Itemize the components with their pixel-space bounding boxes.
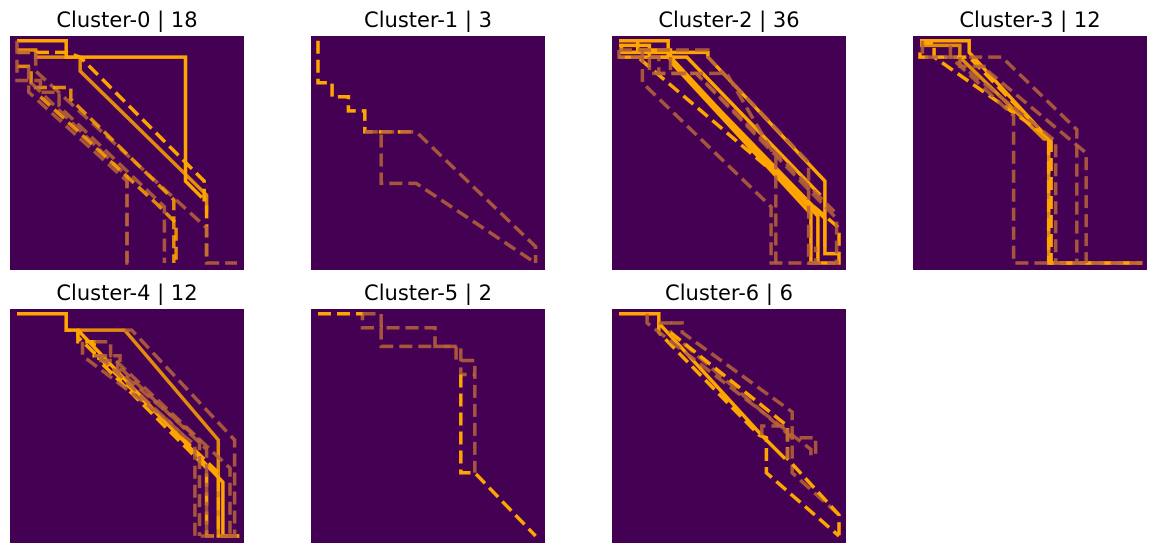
- cluster-4-path-9: [97, 354, 240, 538]
- panel-background: [311, 36, 545, 270]
- cluster-3-path-2: [920, 41, 1073, 265]
- panel-cluster-0: Cluster-0 | 18: [10, 8, 244, 270]
- cluster-0-path-0: [17, 38, 204, 199]
- cluster-2-path-8: [640, 50, 818, 265]
- cluster-0-path-2: [17, 50, 209, 263]
- panel-title: Cluster-1 | 3: [364, 8, 492, 33]
- cluster-1-path-1: [364, 130, 537, 265]
- cluster-5-path-2: [459, 374, 537, 538]
- cluster-6-path-2: [658, 321, 841, 517]
- series-group: [918, 38, 1143, 265]
- series-group: [17, 311, 240, 538]
- panel-cluster-2: Cluster-2 | 36: [612, 8, 846, 270]
- cluster-5-path-1: [362, 311, 475, 377]
- cluster-3-path-7: [969, 55, 1079, 263]
- panel-title: Cluster-3 | 12: [959, 8, 1100, 33]
- cluster-6-path-5: [760, 424, 790, 459]
- panel-cluster-1: Cluster-1 | 3: [311, 8, 545, 270]
- cluster-1-path-2: [381, 130, 538, 263]
- panel-title: Cluster-2 | 36: [658, 8, 799, 33]
- panel-background: [913, 36, 1147, 270]
- panel-title: Cluster-5 | 2: [364, 281, 492, 306]
- panel-cluster-5: Cluster-5 | 2: [311, 281, 545, 543]
- cluster-4-path-3: [17, 311, 240, 538]
- cluster-2-path-3: [619, 43, 827, 247]
- panel-title: Cluster-6 | 6: [665, 281, 793, 306]
- cluster-0-path-8: [39, 95, 178, 263]
- cluster-3-path-4: [920, 40, 1088, 263]
- series-group: [318, 311, 537, 538]
- cluster-6-path-4: [670, 321, 818, 459]
- series-group: [619, 311, 841, 538]
- cluster-4-path-8: [80, 341, 185, 437]
- series-group: [316, 40, 538, 265]
- panel-title: Cluster-0 | 18: [56, 8, 197, 33]
- cluster-1-path-0: [316, 40, 417, 134]
- series-group: [617, 38, 841, 265]
- series-group: [15, 38, 237, 265]
- panel-cluster-6: Cluster-6 | 6: [612, 281, 846, 543]
- cluster-0-path-4: [17, 64, 176, 263]
- cluster-2-path-2: [619, 38, 820, 263]
- cluster-3-path-6: [958, 57, 1058, 263]
- panel-background: [612, 309, 846, 543]
- panel-title: Cluster-4 | 12: [56, 281, 197, 306]
- cluster-6-path-6: [645, 313, 813, 459]
- cluster-4-path-6: [98, 358, 202, 536]
- cluster-0-path-7: [29, 81, 134, 265]
- cluster-0-path-5: [15, 40, 167, 263]
- cluster-2-path-6: [617, 50, 836, 213]
- panel-background: [10, 309, 244, 543]
- panel-cluster-4: Cluster-4 | 12: [10, 281, 244, 543]
- cluster-5-path-0: [318, 311, 477, 473]
- cluster-2-path-10: [647, 57, 778, 263]
- panel-cluster-3: Cluster-3 | 12: [913, 8, 1147, 270]
